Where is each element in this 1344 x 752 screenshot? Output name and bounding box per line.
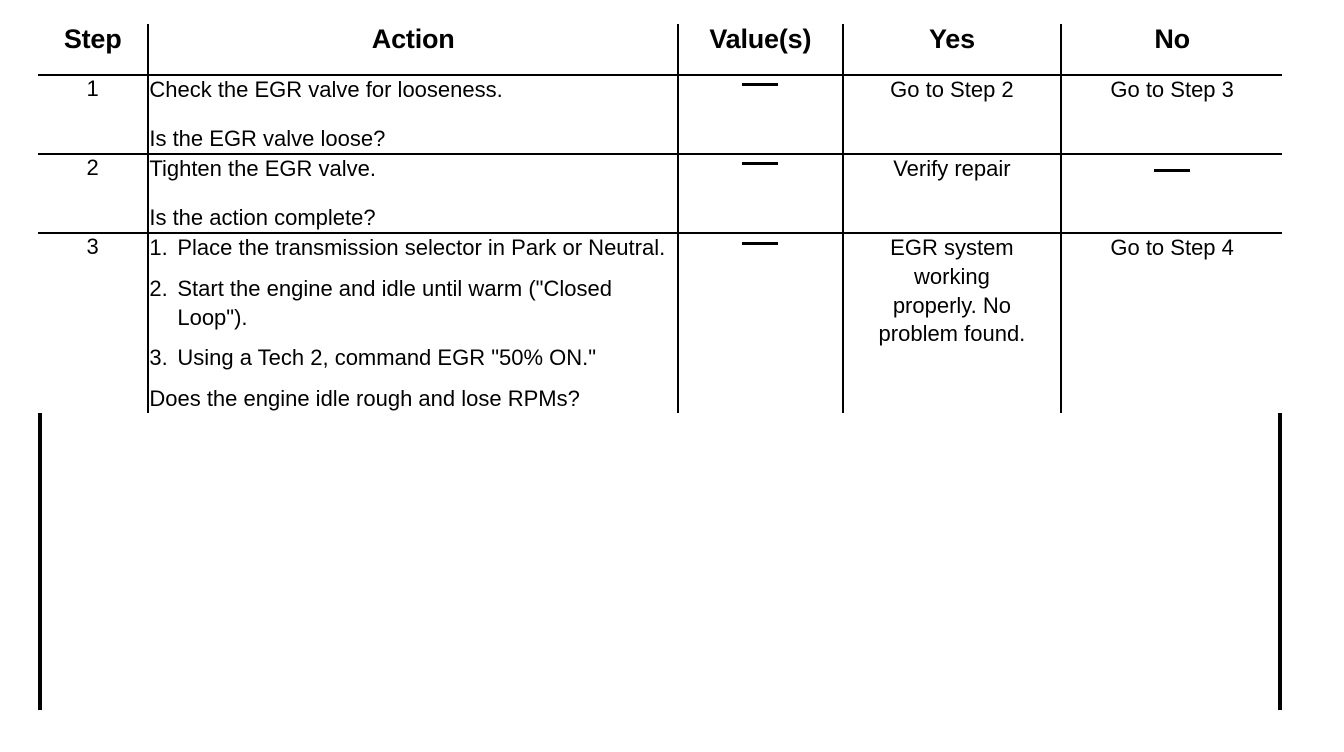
table-row: 3 1. Place the transmission selector in … bbox=[38, 233, 1282, 414]
step-number-cell: 3 bbox=[38, 233, 150, 414]
column-header-step: Step bbox=[38, 24, 150, 76]
no-branch-cell: Go to Step 4 bbox=[1061, 233, 1282, 414]
list-item: 3. Using a Tech 2, command EGR "50% ON." bbox=[149, 344, 677, 373]
table-body: 1 Check the EGR valve for looseness. Is … bbox=[38, 75, 1282, 414]
table-row: 2 Tighten the EGR valve. Is the action c… bbox=[38, 154, 1282, 235]
action-statement: Check the EGR valve for looseness. bbox=[149, 77, 503, 102]
action-cell: Check the EGR valve for looseness. Is th… bbox=[148, 75, 680, 156]
table-row: 1 Check the EGR valve for looseness. Is … bbox=[38, 75, 1282, 156]
diagnostic-table-container: Step Action Value(s) Yes No 1 Check the … bbox=[38, 24, 1282, 710]
header-row: Step Action Value(s) Yes No bbox=[38, 24, 1282, 76]
substep-list: 1. Place the transmission selector in Pa… bbox=[149, 234, 677, 372]
column-header-action: Action bbox=[148, 24, 680, 76]
step-number-cell: 2 bbox=[38, 154, 150, 235]
substep-number: 1. bbox=[149, 235, 168, 261]
em-dash-icon bbox=[1154, 168, 1191, 172]
yes-branch-cell: EGR system working properly. No problem … bbox=[842, 233, 1063, 414]
diagnostic-table: Step Action Value(s) Yes No 1 Check the … bbox=[38, 24, 1282, 414]
substep-text: Place the transmission selector in Park … bbox=[177, 235, 666, 261]
action-cell: Tighten the EGR valve. Is the action com… bbox=[148, 154, 680, 235]
step-number-cell: 1 bbox=[38, 75, 150, 156]
substep-text: Start the engine and idle until warm ("C… bbox=[177, 275, 612, 330]
column-header-value: Value(s) bbox=[678, 24, 844, 76]
table-header: Step Action Value(s) Yes No bbox=[38, 24, 1282, 76]
no-branch-cell: Go to Step 3 bbox=[1061, 75, 1282, 156]
substep-text: Using a Tech 2, command EGR "50% ON." bbox=[177, 345, 597, 371]
action-question: Is the action complete? bbox=[149, 204, 376, 230]
em-dash-icon bbox=[742, 162, 779, 166]
action-question: Is the EGR valve loose? bbox=[149, 125, 386, 151]
em-dash-icon bbox=[742, 241, 779, 245]
substep-number: 2. bbox=[149, 275, 168, 301]
list-item: 2. Start the engine and idle until warm … bbox=[149, 275, 677, 332]
no-branch-cell bbox=[1061, 154, 1282, 235]
yes-branch-cell: Go to Step 2 bbox=[842, 75, 1063, 156]
em-dash-icon bbox=[742, 83, 779, 87]
yes-branch-cell: Verify repair bbox=[842, 154, 1063, 235]
list-item: 1. Place the transmission selector in Pa… bbox=[149, 234, 677, 263]
substep-number: 3. bbox=[149, 345, 168, 371]
action-statement: Tighten the EGR valve. bbox=[149, 156, 376, 182]
action-cell: 1. Place the transmission selector in Pa… bbox=[148, 233, 680, 414]
column-header-no: No bbox=[1061, 24, 1282, 76]
value-cell bbox=[678, 233, 844, 414]
action-question: Does the engine idle rough and lose RPMs… bbox=[149, 385, 580, 411]
value-cell bbox=[678, 75, 844, 156]
column-header-yes: Yes bbox=[842, 24, 1063, 76]
value-cell bbox=[678, 154, 844, 235]
